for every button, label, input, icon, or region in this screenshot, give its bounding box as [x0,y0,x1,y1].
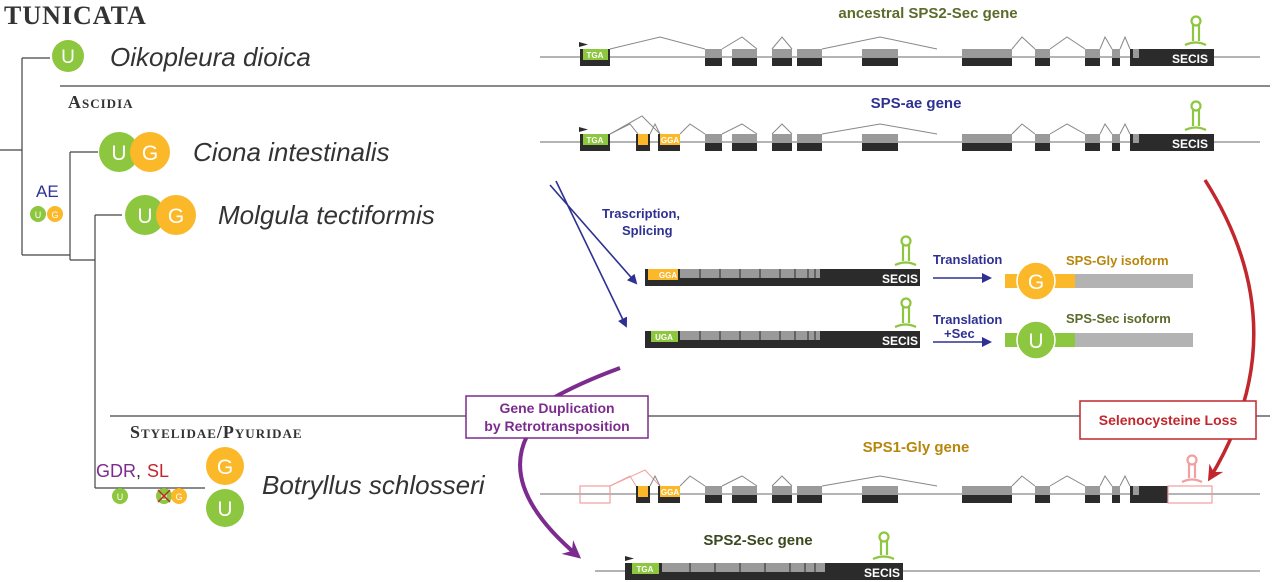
oikopleura-u-circle: U [52,40,84,72]
event-gdr-label: GDR,SL [96,461,169,481]
clade-title-tunicata: Tunicata [4,1,147,30]
svg-text:TGA: TGA [637,565,654,574]
gene-title-sps2-sec: SPS2-Sec gene [703,532,812,549]
sps-ae-gene-structure: TGA GGA SECIS [540,115,1260,151]
ciona-u-circle: U [99,132,139,172]
secis-hairpin-icon [872,531,895,561]
svg-text:U: U [61,47,75,68]
transcription-arrows [549,180,638,328]
svg-text:SECIS: SECIS [864,566,900,580]
sps2-sec-gene-structure: TGA SECIS [595,556,1260,580]
secis-hairpin-icon [1184,15,1207,47]
event-gdr-mini-circles: U U G [112,488,187,504]
svg-text:U: U [117,492,124,502]
species-molgula: Molgula tectiformis [218,200,435,230]
svg-text:U: U [35,210,42,220]
gene-title-sps-ae: SPS-ae gene [871,95,962,112]
translation-label: Translation [933,252,1002,267]
phylogenetic-tree [0,57,205,489]
ciona-g-circle: G [130,132,170,172]
svg-text:SECIS: SECIS [882,272,918,286]
svg-text:by Retrotransposition: by Retrotransposition [484,418,629,434]
lost-secis-hairpin-icon [1181,454,1203,483]
transcription-label: Trascription, Splicing [602,206,684,238]
svg-text:G: G [168,205,184,228]
mrna-gly-structure: GGA SECIS [645,269,920,286]
molgula-g-circle: G [156,195,196,235]
species-oikopleura: Oikopleura dioica [110,42,311,72]
svg-text:U: U [111,142,126,165]
svg-text:GGA: GGA [661,136,679,145]
translation-sec-label: Translation +Sec [933,312,1006,341]
svg-text:UGA: UGA [655,333,673,342]
gene-title-sps1-gly: SPS1-Gly gene [863,439,970,456]
species-ciona: Ciona intestinalis [193,137,390,167]
retrotransposition-arrow-lower [518,435,582,559]
svg-text:GGA: GGA [659,271,677,280]
botryllus-u-circle: U [206,489,244,527]
sps-gly-protein: G [1005,261,1193,301]
sps1-gly-gene-structure: GGA [540,469,1260,504]
svg-text:G: G [51,210,58,220]
ancestral-gene-structure: TGA SECIS [540,35,1260,66]
species-botryllus: Botryllus schlosseri [262,470,486,500]
svg-text:Gene Duplication: Gene Duplication [499,400,614,416]
event-ae-mini-circles: U G [30,206,63,222]
svg-text:U: U [137,205,152,228]
svg-text:TGA: TGA [587,51,604,60]
secis-hairpin-icon [894,235,917,267]
clade-title-ascidia: Ascidia [68,92,134,112]
sps-sec-protein: U [1005,320,1193,360]
retrotransposition-box: Gene Duplication by Retrotransposition [465,395,649,439]
event-ae-label: AE [36,182,59,201]
botryllus-g-circle: G [206,447,244,485]
clade-title-styelidae: Styelidae/Pyuridae [130,422,303,442]
svg-text:G: G [175,492,182,502]
secis-hairpin-icon [894,297,917,329]
svg-text:U: U [1028,330,1043,353]
selenocysteine-loss-box: Selenocysteine Loss [1079,400,1257,440]
svg-text:SECIS: SECIS [882,334,918,348]
svg-text:TGA: TGA [587,136,604,145]
sps-sec-isoform-label: SPS-Sec isoform [1066,311,1171,326]
svg-text:Selenocysteine Loss: Selenocysteine Loss [1099,412,1238,428]
svg-text:SECIS: SECIS [1172,137,1208,151]
sps-gly-isoform-label: SPS-Gly isoform [1066,253,1169,268]
mrna-sec-structure: UGA SECIS [645,331,920,348]
molgula-u-circle: U [125,195,165,235]
svg-text:G: G [142,142,158,165]
gene-title-ancestral: ancestral SPS2-Sec gene [838,5,1017,22]
secis-hairpin-icon [1184,100,1207,132]
svg-text:G: G [1028,271,1044,294]
svg-text:G: G [217,456,233,479]
svg-text:SECIS: SECIS [1172,52,1208,66]
svg-text:GGA: GGA [661,488,679,497]
svg-text:U: U [217,498,232,521]
